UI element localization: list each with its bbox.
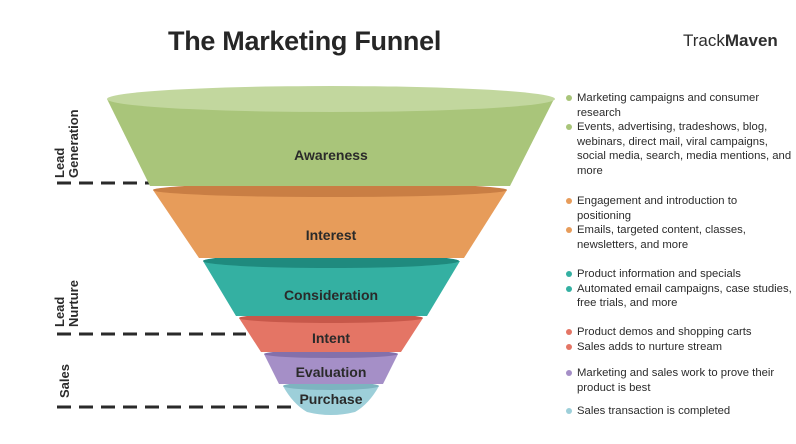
bullet-dot xyxy=(566,343,572,350)
side-label-lead-nurture-line1: Lead xyxy=(52,296,67,327)
stage-awareness-rim xyxy=(107,86,555,112)
stage-consideration xyxy=(203,261,460,316)
bullet-item: Events, advertising, tradeshows, blog, w… xyxy=(566,120,794,178)
bullet-text: Product information and specials xyxy=(577,268,741,280)
bullet-group-evaluation: Marketing and sales work to prove their … xyxy=(566,366,794,395)
bullet-group-purchase: Sales transaction is completed xyxy=(566,404,794,419)
stage-evaluation xyxy=(264,354,398,384)
bullet-item: Marketing campaigns and consumer researc… xyxy=(566,91,794,120)
bullet-dot xyxy=(566,95,572,101)
side-label-sales: Sales xyxy=(57,364,72,398)
trackmaven-logo: TrackMaven xyxy=(683,31,778,51)
stage-intent xyxy=(239,318,423,352)
bullet-text: Sales adds to nurture stream xyxy=(577,340,723,353)
bullet-text: Marketing campaigns and consumer researc… xyxy=(577,92,760,119)
logo-part-maven: Maven xyxy=(724,31,778,50)
bullet-dot xyxy=(566,285,572,292)
stage-label-evaluation: Evaluation xyxy=(296,364,367,380)
bullet-item: Sales transaction is completed xyxy=(566,404,794,419)
bullet-group-interest: Engagement and introduction to positioni… xyxy=(566,194,794,252)
stage-label-purchase: Purchase xyxy=(299,391,362,407)
bullet-item: Marketing and sales work to prove their … xyxy=(566,366,794,395)
side-label-lead-generation-line1: Lead xyxy=(52,147,67,178)
side-label-lead-generation-line2: Generation xyxy=(66,109,81,178)
bullet-item: Product demos and shopping carts xyxy=(566,325,794,340)
stage-interest xyxy=(153,190,507,258)
bullet-dot xyxy=(566,271,572,277)
bullet-item: Emails, targeted content, classes, newsl… xyxy=(566,223,794,252)
bullet-dot xyxy=(566,198,572,204)
side-label-lead-nurture-line2: Nurture xyxy=(66,280,81,327)
bullet-dot xyxy=(566,329,572,335)
logo-part-track: Track xyxy=(683,31,725,50)
bullet-text: Events, advertising, tradeshows, blog, w… xyxy=(577,121,792,177)
stage-purchase xyxy=(283,386,379,415)
stage-label-awareness: Awareness xyxy=(294,147,368,163)
stage-awareness xyxy=(107,99,554,186)
bullet-group-consideration: Product information and specials Automat… xyxy=(566,267,794,311)
stage-interest-rim xyxy=(153,183,507,197)
stage-label-interest: Interest xyxy=(306,227,357,243)
bullet-group-intent: Product demos and shopping carts Sales a… xyxy=(566,325,794,354)
bullet-dot xyxy=(566,227,572,234)
bullet-item: Product information and specials xyxy=(566,267,794,282)
bullet-text: Engagement and introduction to positioni… xyxy=(577,195,738,222)
side-label-lead-nurture: Lead Nurture xyxy=(52,280,81,327)
bullet-text: Product demos and shopping carts xyxy=(577,326,752,338)
bullet-item: Automated email campaigns, case studies,… xyxy=(566,282,794,311)
bullet-group-awareness: Marketing campaigns and consumer researc… xyxy=(566,91,794,179)
bullet-item: Engagement and introduction to positioni… xyxy=(566,194,794,223)
bullet-dot xyxy=(566,408,572,414)
page-title: The Marketing Funnel xyxy=(168,26,442,56)
stage-label-intent: Intent xyxy=(312,330,350,346)
bullet-dot xyxy=(566,124,572,131)
bullet-item: Sales adds to nurture stream xyxy=(566,340,794,355)
bullet-dot xyxy=(566,370,572,376)
side-label-lead-generation: Lead Generation xyxy=(52,109,81,178)
bullet-text: Emails, targeted content, classes, newsl… xyxy=(577,224,746,251)
bullet-text: Marketing and sales work to prove their … xyxy=(577,367,775,394)
bullet-text: Automated email campaigns, case studies,… xyxy=(577,282,792,310)
stage-label-consideration: Consideration xyxy=(284,287,378,303)
bullet-text: Sales transaction is completed xyxy=(577,405,731,417)
